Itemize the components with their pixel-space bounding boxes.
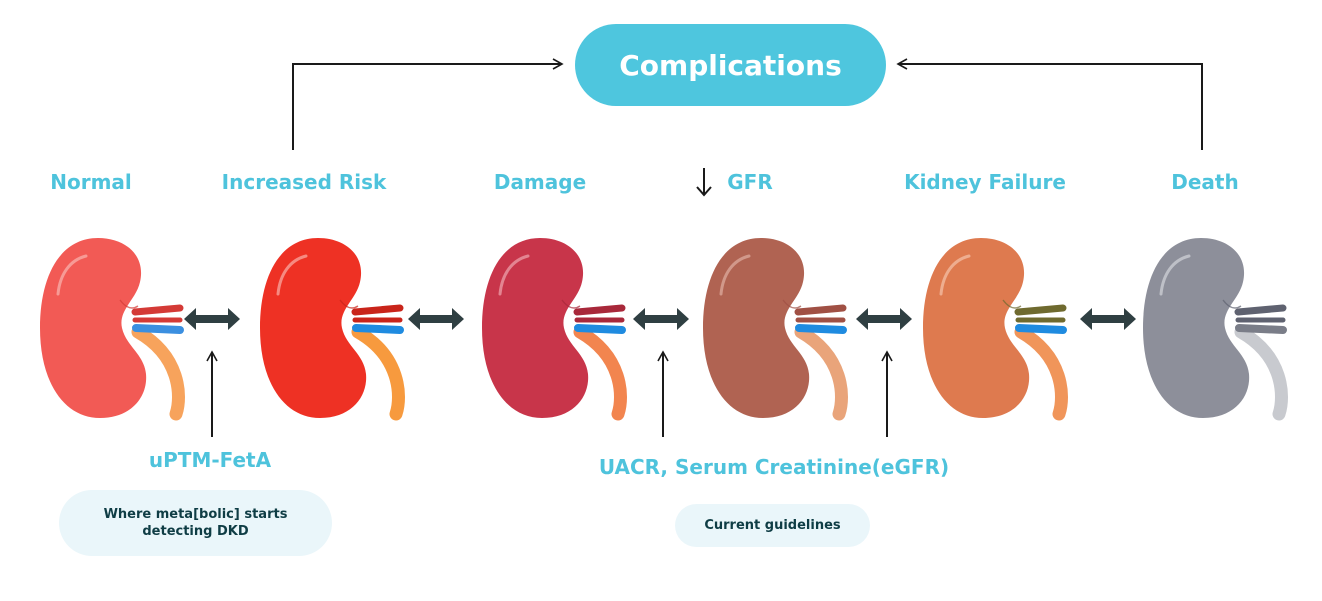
stage-label-kidney-failure: Kidney Failure [904,170,1066,194]
stage-label-damage: Damage [493,170,587,194]
increased-risk-to-complications-connector [292,58,564,150]
death-to-complications-connector [896,58,1203,150]
transition-arrow-3-icon [633,308,689,330]
kidney-death-icon [1143,238,1288,421]
note-current-guidelines: Current guidelines [675,504,870,547]
kidney-damage-icon [482,238,627,421]
marker-uacr-creatinine: UACR, Serum Creatinine(eGFR) [598,455,950,479]
note-metabolic-detection: Where meta[bolic] starts detecting DKD [59,490,332,556]
down-arrow-icon [696,168,712,197]
complications-badge: Complications [575,24,886,106]
transition-arrow-2-icon [408,308,464,330]
kidney-increased-risk-icon [260,238,405,421]
stage-label-increased-risk: Increased Risk [221,170,387,194]
stage-label-death: Death [1171,170,1239,194]
transition-arrow-5-icon [1080,308,1136,330]
transition-arrow-1-icon [184,308,240,330]
kidney-gfr-icon [703,238,848,421]
stage-label-gfr: GFR [727,170,773,194]
marker-uptm-feta: uPTM-FetA [148,448,272,472]
kidney-kidney-failure-icon [923,238,1068,421]
transition-arrow-4-icon [856,308,912,330]
stage-label-normal: Normal [50,170,132,194]
kidney-normal-icon [40,238,185,421]
